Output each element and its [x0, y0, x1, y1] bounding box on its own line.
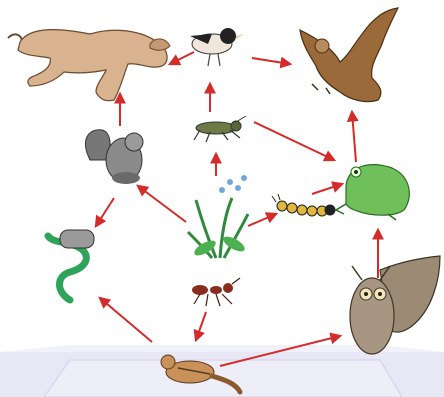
hawk-icon — [300, 8, 398, 102]
frog-icon — [336, 165, 409, 220]
arrow-plant-to-caterpillar — [248, 214, 276, 226]
arrow-plant-to-squirrel — [138, 186, 186, 222]
arrow-junco-to-hawk — [252, 58, 290, 64]
arrow-grasshopper-to-frog — [254, 122, 334, 160]
plant-icon — [188, 175, 248, 258]
arrow-frog-to-hawk — [352, 112, 356, 162]
arrow-layer — [96, 52, 378, 366]
grasshopper-icon — [194, 116, 246, 142]
arrow-junco-to-cougar — [170, 52, 194, 64]
squirrel-icon — [86, 130, 143, 184]
bird-icon — [190, 28, 244, 66]
arrow-chipmunk-to-snake — [100, 298, 152, 342]
arrow-ant-to-chipmunk — [196, 312, 206, 340]
caterpillar-icon — [272, 194, 335, 216]
owl-icon — [350, 256, 440, 354]
cougar-icon — [8, 30, 170, 101]
ant-icon — [192, 278, 240, 306]
arrow-caterpillar-to-frog — [312, 184, 342, 194]
arrow-squirrel-to-snake — [96, 198, 114, 226]
snake-icon — [48, 230, 94, 300]
